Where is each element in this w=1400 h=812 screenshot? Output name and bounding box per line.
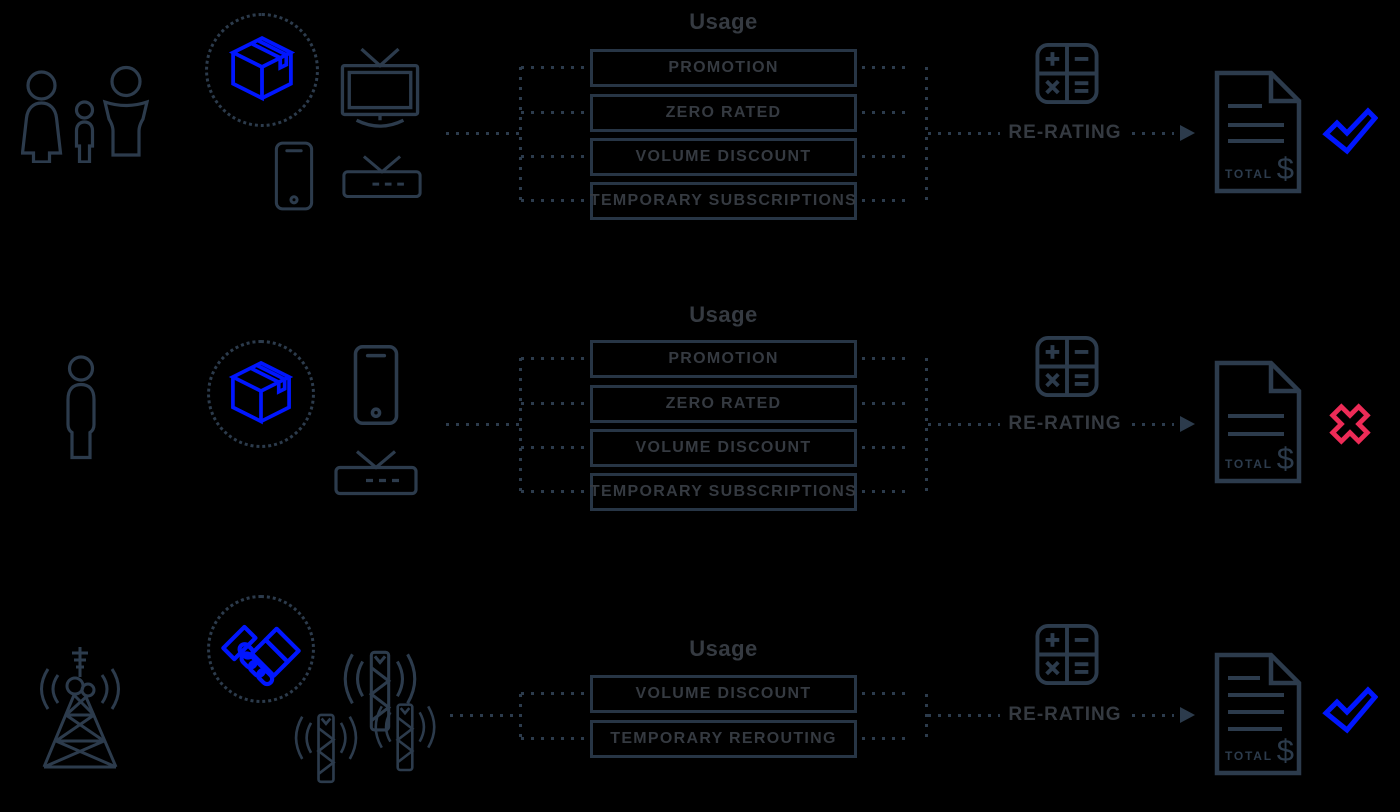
usage-item: VOLUME DISCOUNT xyxy=(590,138,857,176)
dotted-line xyxy=(862,199,910,202)
invoice-icon: TOTAL $ xyxy=(1212,360,1304,484)
usage-item: VOLUME DISCOUNT xyxy=(590,675,857,713)
usage-item-label: VOLUME DISCOUNT xyxy=(635,685,812,702)
arrow-icon xyxy=(1180,707,1195,723)
dotted-line xyxy=(450,714,519,717)
dotted-line xyxy=(1132,714,1174,717)
dotted-line xyxy=(862,737,910,740)
handshake-icon xyxy=(215,603,307,695)
dotted-line xyxy=(862,357,910,360)
dotted-line xyxy=(519,67,522,201)
calculator-icon xyxy=(1035,623,1099,686)
usage-item-label: VOLUME DISCOUNT xyxy=(635,148,812,165)
check-icon xyxy=(1322,685,1378,735)
arrow-icon xyxy=(1180,416,1195,432)
dotted-line xyxy=(928,714,1000,717)
usage-title: Usage xyxy=(689,302,758,327)
partnership-circle xyxy=(207,595,315,703)
dotted-line xyxy=(446,132,519,135)
dotted-line xyxy=(862,111,910,114)
dotted-line xyxy=(521,402,588,405)
row-family-bundle: Usage PROMOTION ZERO RATED VOLUME DISCOU… xyxy=(0,0,1400,270)
dotted-line xyxy=(928,423,1000,426)
dotted-line xyxy=(862,155,910,158)
usage-item-label: ZERO RATED xyxy=(665,104,782,121)
usage-item: ZERO RATED xyxy=(590,94,857,132)
dotted-line xyxy=(521,490,588,493)
dotted-line xyxy=(521,66,588,69)
invoice-icon: TOTAL $ xyxy=(1212,70,1304,194)
radio-tower-icon xyxy=(32,639,128,775)
dotted-line xyxy=(928,132,1000,135)
usage-item-label: ZERO RATED xyxy=(665,395,782,412)
dotted-line xyxy=(1132,132,1174,135)
usage-item: ZERO RATED xyxy=(590,385,857,423)
dotted-line xyxy=(862,692,910,695)
cross-icon xyxy=(1326,400,1374,448)
row-network-partners: Usage VOLUME DISCOUNT TEMPORARY REROUTIN… xyxy=(0,581,1400,812)
package-circle xyxy=(207,340,315,448)
arrow-icon xyxy=(1180,125,1195,141)
invoice-icon: TOTAL $ xyxy=(1212,652,1304,776)
dotted-line xyxy=(521,155,588,158)
dotted-line xyxy=(925,358,928,492)
dotted-line xyxy=(862,446,910,449)
usage-item-label: PROMOTION xyxy=(668,350,779,367)
dollar-sign: $ xyxy=(1276,733,1294,768)
usage-item-label: TEMPORARY SUBSCRIPTIONS xyxy=(589,192,858,209)
usage-item: PROMOTION xyxy=(590,340,857,378)
dotted-line xyxy=(521,446,588,449)
set-top-box-icon xyxy=(334,449,418,496)
re-rating-label: RE-RATING xyxy=(1008,704,1122,725)
usage-item: TEMPORARY REROUTING xyxy=(590,720,857,758)
invoice-total-label: TOTAL xyxy=(1225,457,1273,471)
row-single-subscriber: Usage PROMOTION ZERO RATED VOLUME DISCOU… xyxy=(0,291,1400,561)
dotted-line xyxy=(925,694,928,740)
calculator-icon xyxy=(1035,335,1099,398)
usage-item-label: TEMPORARY SUBSCRIPTIONS xyxy=(589,483,858,500)
package-circle xyxy=(205,13,319,127)
invoice-total-label: TOTAL xyxy=(1225,167,1273,181)
usage-item: TEMPORARY SUBSCRIPTIONS xyxy=(590,182,857,220)
calculator-icon xyxy=(1035,42,1099,105)
dotted-line xyxy=(1132,423,1174,426)
invoice-total-label: TOTAL xyxy=(1225,749,1273,763)
smartphone-icon xyxy=(274,140,314,212)
dotted-line xyxy=(862,66,910,69)
check-icon xyxy=(1322,106,1378,156)
dotted-line xyxy=(519,358,522,492)
package-icon xyxy=(224,35,300,105)
dollar-sign: $ xyxy=(1276,151,1294,186)
person-icon xyxy=(60,355,102,460)
package-icon xyxy=(224,360,298,428)
usage-item: TEMPORARY SUBSCRIPTIONS xyxy=(590,473,857,511)
set-top-box-icon xyxy=(342,154,422,199)
dotted-line xyxy=(446,423,519,426)
tv-icon xyxy=(340,46,420,136)
usage-item-label: TEMPORARY REROUTING xyxy=(610,730,837,747)
usage-item-label: PROMOTION xyxy=(668,59,779,76)
dotted-line xyxy=(521,737,588,740)
antenna-icon xyxy=(328,639,432,733)
antenna-icon xyxy=(362,691,448,775)
antenna-icon xyxy=(282,701,370,787)
usage-item-label: VOLUME DISCOUNT xyxy=(635,439,812,456)
smartphone-icon xyxy=(352,344,400,426)
usage-item: VOLUME DISCOUNT xyxy=(590,429,857,467)
dotted-line xyxy=(521,692,588,695)
dotted-line xyxy=(521,357,588,360)
dotted-line xyxy=(925,67,928,201)
dotted-line xyxy=(519,694,522,740)
dotted-line xyxy=(521,199,588,202)
usage-title: Usage xyxy=(689,636,758,661)
re-rating-label: RE-RATING xyxy=(1008,413,1122,434)
re-rating-label: RE-RATING xyxy=(1008,122,1122,143)
usage-title: Usage xyxy=(689,9,758,34)
family-icon xyxy=(21,65,149,163)
dotted-line xyxy=(862,490,910,493)
dotted-line xyxy=(862,402,910,405)
dollar-sign: $ xyxy=(1276,441,1294,476)
usage-item: PROMOTION xyxy=(590,49,857,87)
dotted-line xyxy=(521,111,588,114)
